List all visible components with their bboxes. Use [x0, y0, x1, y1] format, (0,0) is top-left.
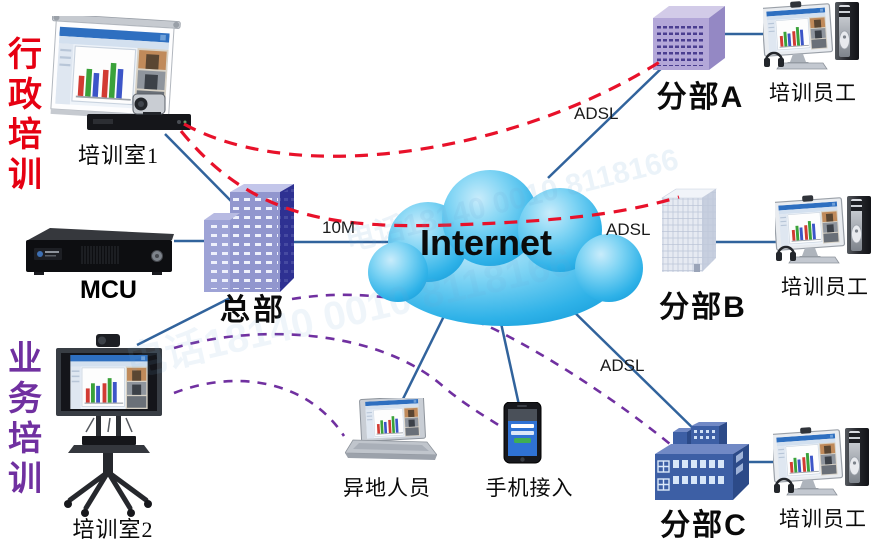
mcu-label: MCU	[80, 276, 137, 304]
link-room1-hq	[164, 133, 233, 203]
desktop-computer-icon	[773, 426, 873, 498]
link-internet-laptop	[397, 315, 446, 408]
desktop-computer-icon	[763, 0, 863, 72]
branch-b-prefix: 分部	[659, 291, 724, 324]
adsl-label-b: ADSL	[606, 220, 651, 239]
ptz-camera-icon	[132, 93, 166, 115]
mcu-device	[24, 224, 176, 281]
staff-workstation-b: 培训员工	[772, 194, 878, 301]
purple-flow-hq-branch-c	[291, 293, 690, 461]
red-flow-room1-branch-b	[179, 129, 680, 228]
hq-label: 总部	[220, 294, 286, 327]
mobile-access-label: 手机接入	[485, 476, 574, 500]
training-room2-label: 培训室2	[72, 517, 154, 542]
branch-building-icon	[653, 6, 725, 70]
branch-c-letter: C	[724, 509, 748, 542]
adsl-label-a: ADSL	[574, 104, 619, 123]
camera-icon	[96, 334, 120, 347]
tv-cart-icon	[56, 334, 162, 517]
branch-c-prefix: 分部	[660, 509, 725, 542]
purple-flow-room2-mobile	[173, 332, 504, 430]
adsl-label-c: ADSL	[600, 356, 645, 375]
business-training-title: 业务培训	[8, 341, 42, 498]
branch-a-label: 分部A	[648, 72, 753, 116]
branch-a-letter: A	[720, 81, 745, 114]
laptop-icon	[344, 395, 438, 460]
staff-label-a: 培训员工	[769, 81, 857, 105]
branch-building-icon	[655, 422, 749, 500]
bandwidth-10m-label: 10M	[322, 218, 356, 237]
training-room2-equipment	[52, 334, 172, 527]
branch-building-icon	[660, 188, 718, 272]
mcu-icon	[26, 228, 174, 275]
staff-label-b: 培训员工	[781, 275, 869, 299]
remote-user-laptop	[344, 395, 438, 469]
branch-b-building	[658, 186, 720, 281]
desktop-computer-icon	[775, 194, 875, 266]
branch-c-label: 分部C	[648, 500, 760, 544]
training-room1-label: 培训室1	[77, 143, 159, 168]
remote-user-label: 异地人员	[343, 476, 431, 500]
projector-screen-icon	[50, 13, 191, 130]
branch-c-building	[653, 420, 751, 507]
staff-workstation-c: 培训员工	[770, 426, 876, 533]
office-building-icon	[204, 184, 294, 292]
admin-training-title: 行政培训	[8, 37, 42, 194]
staff-workstation-a: 培训员工	[760, 0, 866, 107]
codec-unit-icon	[87, 114, 191, 130]
staff-label-c: 培训员工	[779, 507, 867, 531]
branch-a-building	[645, 0, 733, 79]
branch-a-prefix: 分部	[656, 81, 721, 114]
internet-label: Internet	[420, 222, 553, 263]
purple-flow-room2-laptop	[173, 379, 346, 437]
branch-b-letter: B	[723, 291, 747, 324]
smartphone-icon	[503, 401, 542, 464]
branch-b-label: 分部B	[648, 282, 758, 326]
mobile-phone	[503, 401, 543, 469]
training-room1-equipment	[45, 13, 195, 143]
link-internet-mobile	[497, 313, 521, 406]
